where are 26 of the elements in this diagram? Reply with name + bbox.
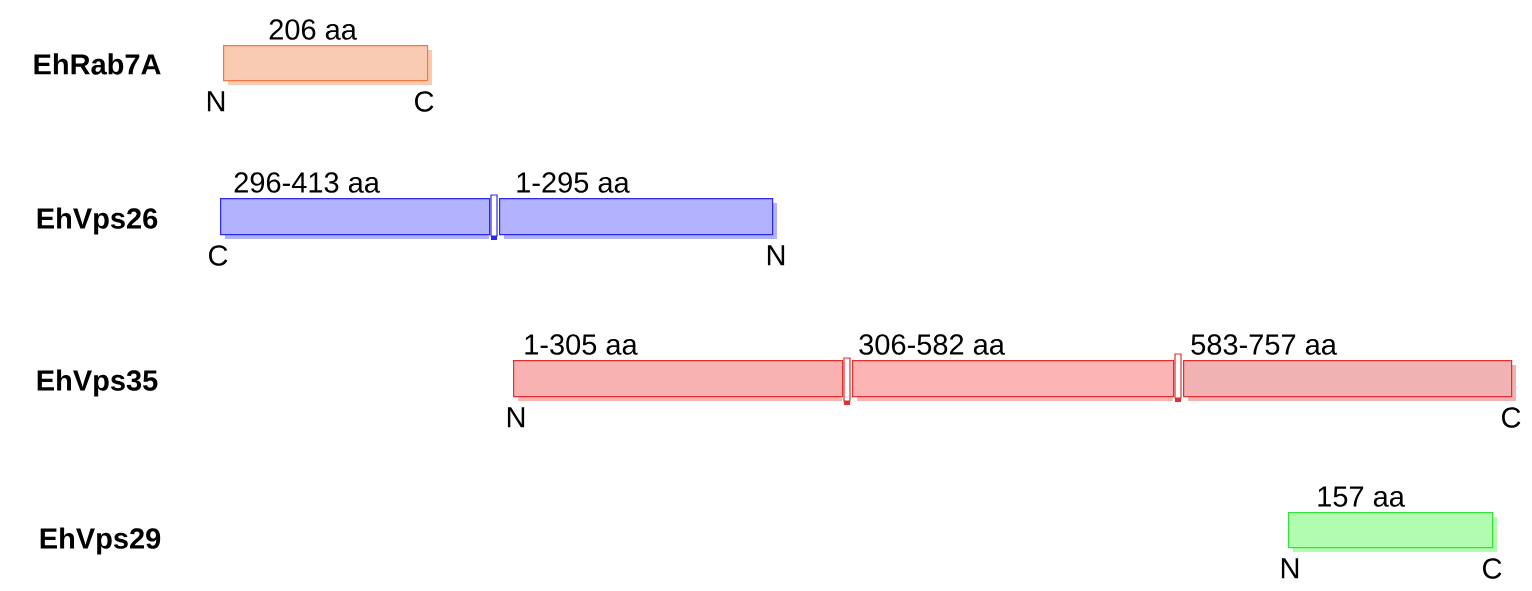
range-label: 206 aa	[269, 19, 357, 40]
terminus-label: N	[767, 245, 785, 266]
protein-name: EhVps26	[37, 207, 158, 235]
range-label: 583-757 aa	[1191, 334, 1337, 355]
range-label: 157 aa	[1318, 486, 1405, 507]
terminus-label: N	[507, 407, 525, 428]
domain-bar	[513, 360, 844, 401]
terminus-label: C	[1483, 558, 1502, 579]
terminus-label: N	[207, 91, 225, 112]
domain-bar	[220, 198, 491, 239]
protein-name: EhRab7A	[34, 53, 161, 75]
domain-bar	[1183, 360, 1516, 401]
domain-bar	[499, 198, 777, 239]
domain-bar	[1288, 512, 1497, 552]
protein-name: EhVps29	[40, 527, 161, 555]
terminus-label: C	[1502, 407, 1521, 428]
terminus-label: C	[209, 245, 228, 266]
range-label: 1-305 aa	[525, 334, 638, 355]
range-label: 1-295 aa	[517, 172, 630, 193]
terminus-label: C	[415, 91, 434, 112]
protein-name: EhVps35	[37, 369, 158, 397]
range-label: 306-582 aa	[859, 334, 1005, 355]
domain-bar	[223, 45, 432, 85]
terminus-label: N	[1281, 558, 1299, 579]
range-label: 296-413 aa	[234, 172, 380, 193]
domain-bar	[852, 360, 1175, 401]
